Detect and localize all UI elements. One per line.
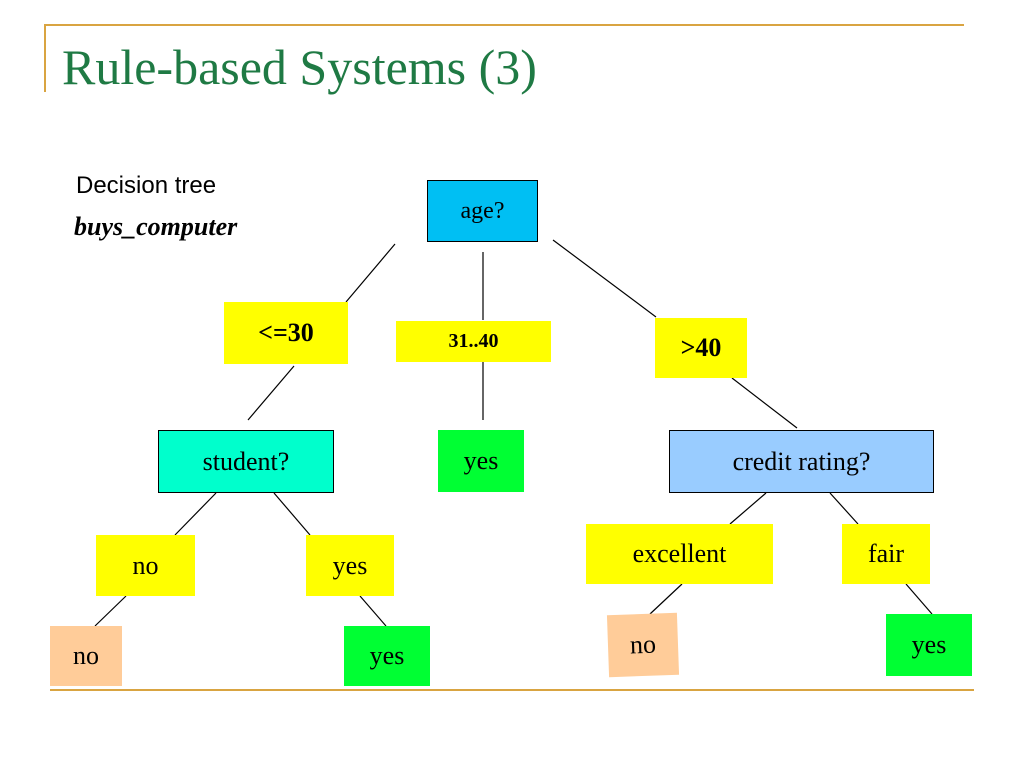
leaf-mid-yes: yes bbox=[438, 430, 524, 492]
accent-bottom-rule bbox=[50, 689, 974, 691]
accent-top-rule bbox=[44, 24, 964, 26]
decision-node-credit-rating: credit rating? bbox=[669, 430, 934, 493]
branch-label-credit-fair: fair bbox=[842, 524, 930, 584]
edge-student-to-no bbox=[174, 492, 217, 536]
diagram-target-name: buys_computer bbox=[74, 212, 238, 241]
decision-node-student: student? bbox=[158, 430, 334, 493]
branch-label-age-31-40: 31..40 bbox=[396, 321, 551, 362]
edge-student-to-yes bbox=[273, 492, 311, 536]
branch-label-credit-excellent: excellent bbox=[586, 524, 773, 584]
edge-fair-to-leaf-yes bbox=[905, 583, 933, 615]
slide-title: Rule-based Systems (3) bbox=[62, 39, 537, 95]
edge-no-to-leaf-no bbox=[94, 595, 127, 627]
branch-label-age-le-30: <=30 bbox=[224, 302, 348, 364]
leaf-student-yes: yes bbox=[344, 626, 430, 686]
leaf-student-no: no bbox=[50, 626, 122, 686]
edge-yes-to-leaf-yes bbox=[359, 595, 387, 627]
branch-label-student-yes: yes bbox=[306, 535, 394, 596]
edge-credit-to-fair bbox=[829, 492, 859, 525]
edge-gt40-to-credit bbox=[731, 377, 798, 429]
edge-excellent-to-leaf-no bbox=[649, 583, 683, 615]
edge-age-to-gt40 bbox=[552, 239, 657, 318]
accent-vertical-rule bbox=[44, 24, 46, 92]
edge-credit-to-excellent bbox=[729, 492, 767, 525]
leaf-credit-excellent-no: no bbox=[606, 612, 680, 678]
branch-label-age-gt-40: >40 bbox=[655, 318, 747, 378]
branch-label-student-no: no bbox=[96, 535, 195, 596]
diagram-caption: Decision tree bbox=[76, 172, 217, 199]
root-node-age: age? bbox=[427, 180, 538, 242]
edge-le30-to-student bbox=[247, 365, 295, 421]
leaf-credit-fair-yes: yes bbox=[886, 614, 972, 676]
edge-age-to-le30 bbox=[345, 243, 396, 303]
